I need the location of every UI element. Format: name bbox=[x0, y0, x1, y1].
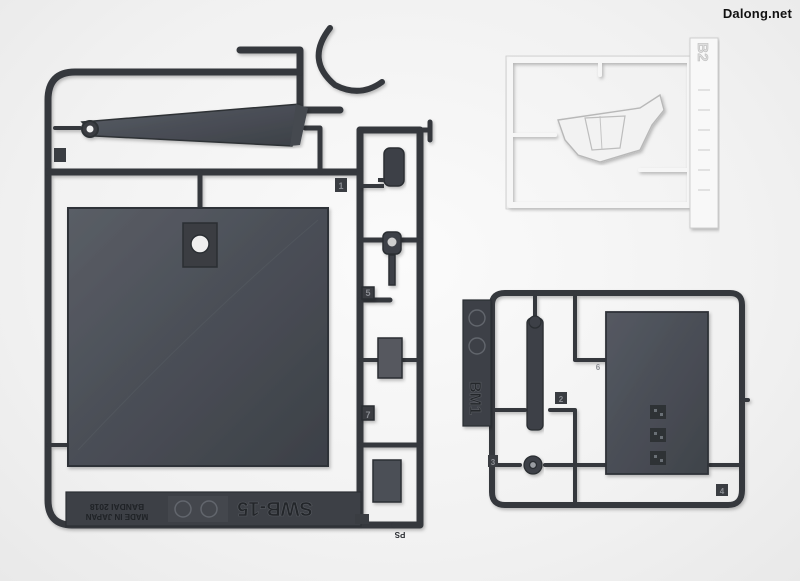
part-number-tags-large bbox=[54, 148, 369, 524]
part-number-1: 1 bbox=[338, 181, 343, 191]
small-parts-column bbox=[360, 147, 405, 503]
small-dark-runner bbox=[489, 290, 750, 508]
part-number-tags-small bbox=[488, 392, 728, 496]
part-number-3: 3 bbox=[491, 458, 496, 467]
part-number-4: 4 bbox=[720, 487, 725, 496]
part-number-6: 6 bbox=[596, 363, 601, 372]
small-runner-label-strip bbox=[462, 299, 492, 427]
label-runner-code: SWB-15 bbox=[237, 497, 313, 519]
label-made-in-japan: MADE IN JAPAN bbox=[86, 512, 149, 521]
white-runner-tag: B2 bbox=[694, 42, 711, 61]
label-runner-tag: PS bbox=[394, 530, 405, 539]
small-runner-parts bbox=[523, 315, 544, 475]
part-number-2: 2 bbox=[559, 395, 564, 404]
part-number-5: 5 bbox=[365, 288, 370, 298]
small-plate-part bbox=[605, 311, 709, 475]
part-number-7: 7 bbox=[365, 410, 370, 420]
white-frame-part bbox=[557, 93, 665, 163]
small-runner-tag: BM1 bbox=[466, 381, 483, 415]
white-label-strip bbox=[689, 37, 719, 229]
large-plate-part bbox=[67, 207, 329, 467]
arm-part bbox=[80, 103, 308, 147]
large-runner-label-strip bbox=[65, 491, 362, 527]
label-bandai: BANDAI 2018 bbox=[90, 502, 145, 512]
watermark-text: Dalong.net bbox=[722, 6, 792, 21]
